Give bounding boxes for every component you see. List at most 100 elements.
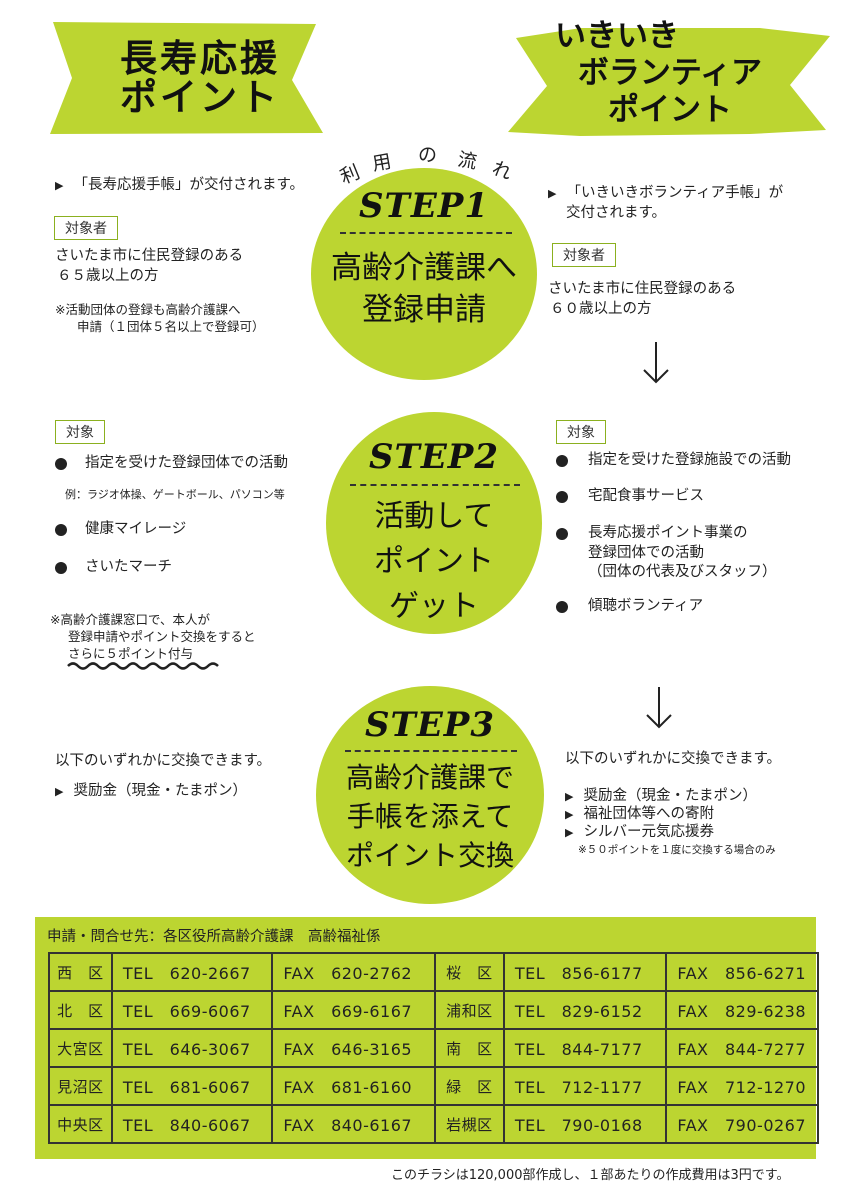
step3-left-line: 以下のいずれかに交換できます。 xyxy=(55,753,272,769)
contact-heading: 申請・問合せ先：各区役所高齢介護課 高齢福祉係 xyxy=(47,929,381,945)
fax-cell: FAX 681-6160 xyxy=(271,1066,436,1106)
step3-circle xyxy=(316,686,544,904)
step3-right-note: ※５０ポイントを１度に交換する場合のみ xyxy=(578,844,776,856)
step1-left-target2: ６５歳以上の方 xyxy=(57,267,159,284)
step2-right-item4: 傾聴ボランティア xyxy=(588,598,704,614)
step2-left-note2: 登録申請やポイント交換をすると xyxy=(68,628,256,644)
dot-bullet-icon xyxy=(556,455,568,467)
ribbon-banners xyxy=(50,22,830,136)
flow-label-char: れ xyxy=(489,157,515,185)
fax-cell: FAX 856-6271 xyxy=(665,952,819,992)
step2-right-item2: 宅配食事サービス xyxy=(588,488,704,504)
triangle-bullet-icon: ▶ xyxy=(548,187,557,200)
flow-label-char: 利 xyxy=(337,161,364,189)
tel-cell: TEL 681-6067 xyxy=(110,1066,274,1106)
ward-cell: 桜 区 xyxy=(433,952,505,992)
step2-left-badge: 対象 xyxy=(55,420,105,444)
step2-right-item3: 長寿応援ポイント事業の 登録団体での活動 （団体の代表及びスタッフ） xyxy=(588,524,777,583)
ward-cell: 緑 区 xyxy=(433,1066,505,1106)
step1-left-note: ※活動団体の登録も高齢介護課へ 申請（１団体５名以上で登録可） xyxy=(55,302,265,336)
step3-right-line: 以下のいずれかに交換できます。 xyxy=(565,751,782,767)
step2-right-item3b: 登録団体での活動 xyxy=(588,544,704,561)
step1-right-line: ▶ 「いきいきボランティア手帳」が 交付されます。 xyxy=(548,184,783,223)
step3-left-item1-text: 奨励金（現金・たまポン） xyxy=(73,783,248,799)
step2-left-example: 例：ラジオ体操、ゲートボール、パソコン等 xyxy=(65,488,285,501)
ward-cell: 大宮区 xyxy=(48,1028,113,1068)
left-ribbon-shape xyxy=(50,22,323,134)
triangle-bullet-icon: ▶ xyxy=(55,179,64,192)
right-ribbon-shape xyxy=(508,28,830,136)
step3-right-item1: 奨励金（現金・たまポン） xyxy=(583,788,758,804)
right-ribbon-line3: ポイント xyxy=(608,92,732,129)
right-ribbon-line1: いきいき xyxy=(555,18,679,54)
step3-right-items: ▶奨励金（現金・たまポン） ▶福祉団体等への寄附 ▶シルバー元気応援券 xyxy=(565,787,757,841)
step2-right-item3c: （団体の代表及びスタッフ） xyxy=(588,564,777,581)
step1-text: 高齢介護課へ 登録申請 xyxy=(311,248,537,332)
dot-bullet-icon xyxy=(55,524,67,536)
step1-circle xyxy=(311,168,537,380)
down-arrow-icon xyxy=(646,687,672,729)
step2-circle xyxy=(326,412,542,634)
step3-text-line3: ポイント交換 xyxy=(345,839,514,873)
step2-left-note: ※高齢介護課窓口で、本人が 登録申請やポイント交換をすると さらに５ポイント付与 xyxy=(50,612,256,663)
step1-text-line2: 登録申請 xyxy=(362,291,486,328)
step3-text-line2: 手帳を添えて xyxy=(346,800,514,834)
triangle-bullet-icon: ▶ xyxy=(565,790,574,803)
dot-bullet-icon xyxy=(55,562,67,574)
step3-text-line1: 高齢介護課で xyxy=(345,761,514,794)
step1-right-target: さいたま市に住民登録のある ６０歳以上の方 xyxy=(548,280,736,319)
right-ribbon-line2: ボランティア xyxy=(577,55,763,92)
left-ribbon-title: 長寿応援 ポイント xyxy=(95,37,305,118)
step1-left-badge: 対象者 xyxy=(54,216,118,240)
step3-title: STEP3 xyxy=(365,705,495,745)
step2-right-badge: 対象 xyxy=(556,420,606,444)
fax-cell: FAX 790-0267 xyxy=(665,1104,819,1144)
step1-right-target2: ６０歳以上の方 xyxy=(550,300,652,317)
step1-left-target1: さいたま市に住民登録のある xyxy=(55,248,244,264)
step3-left-item1: ▶奨励金（現金・たまポン） xyxy=(55,782,247,802)
tel-cell: TEL 669-6067 xyxy=(110,990,274,1030)
ward-cell: 浦和区 xyxy=(433,990,505,1030)
step2-title: STEP2 xyxy=(369,437,499,477)
tel-cell: TEL 856-6177 xyxy=(502,952,668,992)
fax-cell: FAX 829-6238 xyxy=(665,990,819,1030)
step1-right-target1: さいたま市に住民登録のある xyxy=(548,281,737,297)
step1-title: STEP1 xyxy=(359,186,489,226)
tel-cell: TEL 646-3067 xyxy=(110,1028,274,1068)
fax-cell: FAX 620-2762 xyxy=(271,952,436,992)
dot-bullet-icon xyxy=(556,601,568,613)
step2-divider xyxy=(350,484,520,486)
step1-right-line2: 交付されます。 xyxy=(566,204,667,221)
step2-left-item3: さいたマーチ xyxy=(85,559,172,575)
step1-right-badge: 対象者 xyxy=(552,243,616,267)
step2-left-item1: 指定を受けた登録団体での活動 xyxy=(85,455,288,471)
step3-right-item3: シルバー元気応援券 xyxy=(583,824,714,841)
tel-cell: TEL 712-1177 xyxy=(502,1066,668,1106)
fax-cell: FAX 669-6167 xyxy=(271,990,436,1030)
fax-cell: FAX 646-3165 xyxy=(271,1028,436,1068)
dot-bullet-icon xyxy=(55,458,67,470)
triangle-bullet-icon: ▶ xyxy=(565,808,574,822)
step2-left-note3: さらに５ポイント付与 xyxy=(68,645,194,661)
ward-cell: 西 区 xyxy=(48,952,113,992)
right-ribbon-title: いきいき ボランティア ポイント xyxy=(545,18,795,130)
step1-left-target: さいたま市に住民登録のある ６５歳以上の方 xyxy=(55,247,243,286)
step2-text-line2: ポイント xyxy=(374,544,494,579)
fax-cell: FAX 840-6167 xyxy=(271,1104,436,1144)
ward-cell: 南 区 xyxy=(433,1028,505,1068)
wavy-underline xyxy=(67,662,219,670)
fax-cell: FAX 844-7277 xyxy=(665,1028,819,1068)
step2-text: 活動して ポイント ゲット xyxy=(326,494,542,629)
left-ribbon-line1: 長寿応援 xyxy=(120,37,280,80)
ward-cell: 北 区 xyxy=(48,990,113,1030)
step2-text-line3: ゲット xyxy=(389,589,479,624)
triangle-bullet-icon: ▶ xyxy=(565,826,574,840)
step1-right-line1: 「いきいきボランティア手帳」が xyxy=(566,185,784,201)
down-arrow-icon xyxy=(643,342,669,384)
footnote: このチラシは120,000部作成し、１部あたりの作成費用は3円です。 xyxy=(391,1168,790,1183)
step1-left-line-text: 「長寿応援手帳」が交付されます。 xyxy=(73,177,305,193)
